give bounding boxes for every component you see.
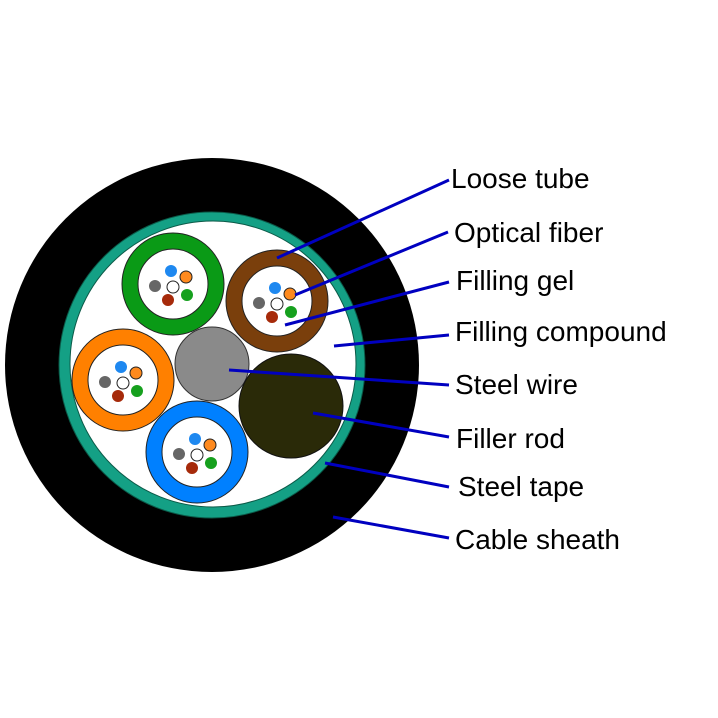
leader-lines bbox=[228, 178, 450, 540]
optical-fiber bbox=[165, 265, 177, 277]
optical-fiber bbox=[283, 287, 297, 301]
label-filling-compound: Filling compound bbox=[455, 316, 667, 347]
leader-line-filling-compound bbox=[333, 333, 450, 348]
leader-line-filling-gel bbox=[284, 280, 450, 327]
optical-fiber bbox=[285, 306, 297, 318]
optical-fiber bbox=[112, 390, 124, 402]
optical-fiber bbox=[186, 462, 198, 474]
brown-tube bbox=[225, 249, 329, 353]
leader-line-cable-sheath bbox=[332, 515, 450, 540]
labels: Loose tube Optical fiber Filling gel Fil… bbox=[451, 163, 667, 555]
optical-fiber bbox=[129, 366, 143, 380]
optical-fiber bbox=[162, 294, 174, 306]
optical-fiber bbox=[190, 448, 204, 462]
leader-line-loose-tube bbox=[276, 178, 450, 260]
leader-line-filler-rod bbox=[312, 411, 450, 439]
optical-fiber bbox=[203, 438, 217, 452]
filler-rod bbox=[238, 353, 344, 459]
label-filler-rod: Filler rod bbox=[456, 423, 565, 454]
optical-fiber bbox=[266, 311, 278, 323]
label-steel-tape: Steel tape bbox=[458, 471, 584, 502]
optical-fiber bbox=[269, 282, 281, 294]
label-filling-gel: Filling gel bbox=[456, 265, 574, 296]
label-steel-wire: Steel wire bbox=[455, 369, 578, 400]
steel-wire bbox=[174, 326, 250, 402]
leader-line-steel-tape bbox=[324, 461, 450, 489]
blue-tube bbox=[145, 400, 249, 504]
optical-fiber bbox=[99, 376, 111, 388]
leader-line-steel-wire bbox=[228, 368, 450, 387]
optical-fiber bbox=[270, 297, 284, 311]
optical-fiber bbox=[205, 457, 217, 469]
optical-fiber bbox=[116, 376, 130, 390]
optical-fiber bbox=[253, 297, 265, 309]
green-tube bbox=[121, 232, 225, 336]
optical-fiber bbox=[131, 385, 143, 397]
optical-fiber bbox=[189, 433, 201, 445]
label-loose-tube: Loose tube bbox=[451, 163, 590, 194]
optical-fiber bbox=[173, 448, 185, 460]
optical-fiber bbox=[179, 270, 193, 284]
optical-fiber bbox=[115, 361, 127, 373]
loose-tubes bbox=[71, 232, 329, 504]
optical-fiber bbox=[149, 280, 161, 292]
optical-fiber bbox=[181, 289, 193, 301]
optical-fiber bbox=[166, 280, 180, 294]
orange-tube bbox=[71, 328, 175, 432]
leader-line-optical-fiber bbox=[294, 230, 449, 297]
label-optical-fiber: Optical fiber bbox=[454, 217, 603, 248]
label-cable-sheath: Cable sheath bbox=[455, 524, 620, 555]
